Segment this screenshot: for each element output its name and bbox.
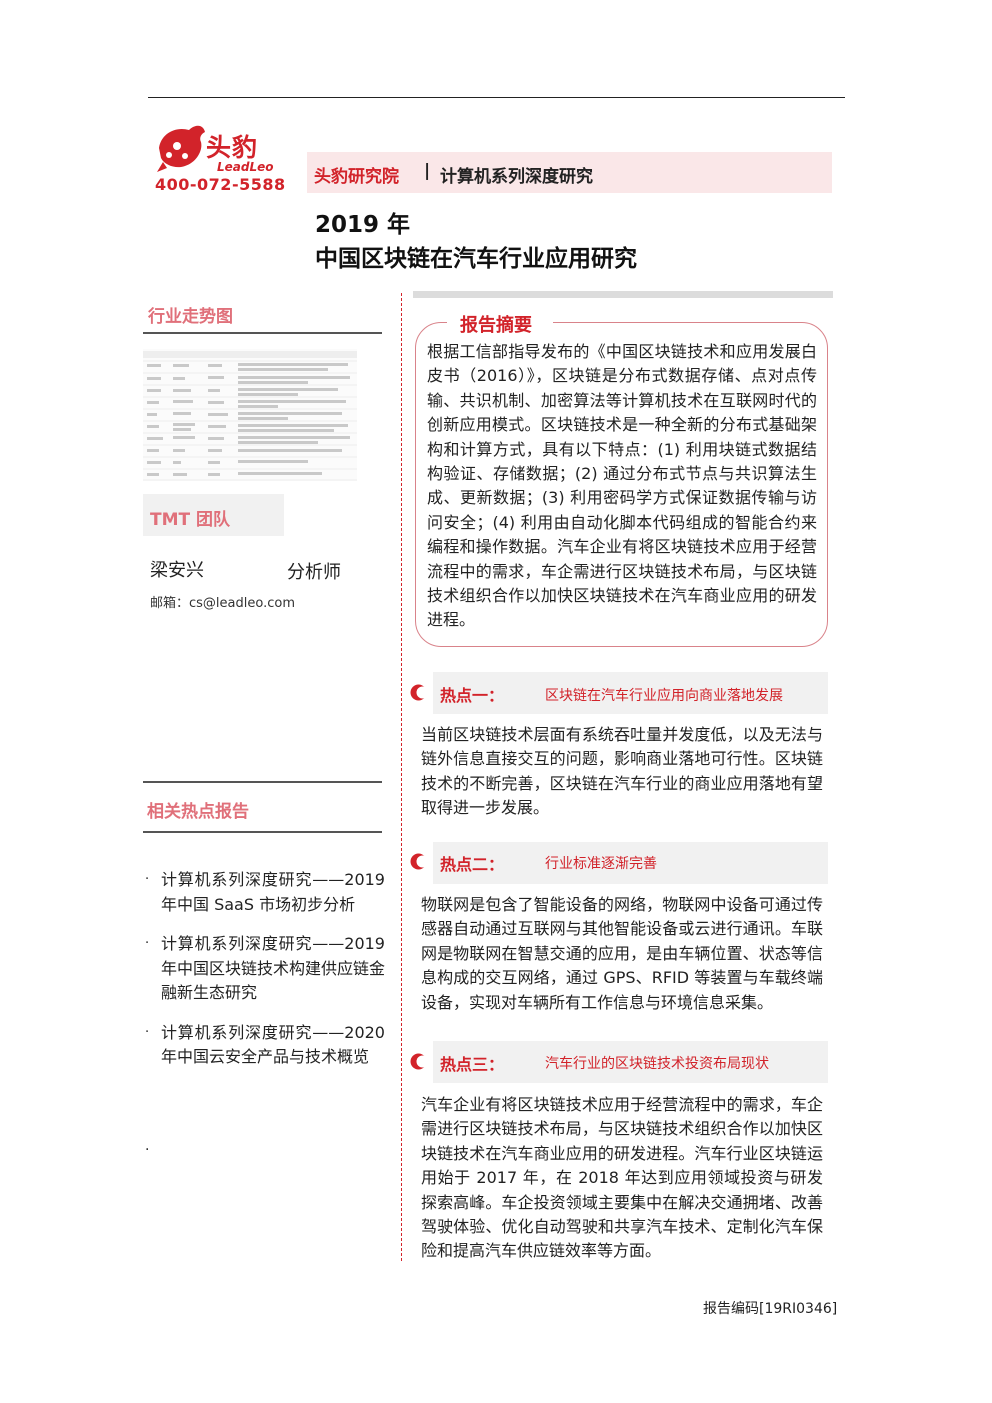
hotspot-3-label: 热点三： <box>440 1055 505 1074</box>
hotspot-2-label: 热点二： <box>440 855 505 874</box>
list-bullet: · <box>145 1024 150 1040</box>
logo-wordmark-cn: 头豹 <box>206 133 259 162</box>
summary-text: 根据工信部指导发布的《中国区块链技术和应用发展白皮书（2016）》，区块链是分布… <box>427 342 817 630</box>
summary-title: 报告摘要 <box>460 315 532 336</box>
list-bullet: · <box>145 936 150 951</box>
top-rule <box>148 97 845 98</box>
report-code: 报告编码[19RI0346] <box>703 1301 838 1317</box>
hotspot-2-topic: 行业标准逐渐完善 <box>545 856 657 872</box>
leopard-logo-icon <box>157 125 205 172</box>
hotspot-2-text: 物联网是包含了智能设备的网络，物联网中设备可通过传感器自动通过互联网与其他智能设… <box>421 895 823 1012</box>
related-rule-top <box>143 781 382 783</box>
team-heading-box <box>143 494 284 536</box>
hotspot-3-text: 汽车企业有将区块链技术应用于经营流程中的需求，车企需进行区块链技术布局，与区块链… <box>421 1095 823 1261</box>
related-reports-list: · 计算机系列深度研究——2019 年中国 SaaS 市场初步分析 · 计算机系… <box>145 868 385 1085</box>
related-rule-bottom <box>143 831 382 833</box>
hotspot-3-topic: 汽车行业的区块链技术投资布局现状 <box>545 1056 769 1072</box>
hotline-phone: 400-072-5588 <box>155 175 286 194</box>
trend-rule <box>143 332 382 334</box>
trailing-bullet: · <box>145 1142 150 1158</box>
hotspot-1-label: 热点一： <box>440 686 505 705</box>
series-banner <box>307 152 832 193</box>
crescent-marker-icon <box>410 853 427 870</box>
related-report-item[interactable]: · 计算机系列深度研究——2020 年中国云安全产品与技术概览 <box>145 1021 385 1070</box>
banner-separator: | <box>424 161 431 181</box>
analyst-name: 梁安兴 <box>150 560 204 581</box>
related-report-title: 计算机系列深度研究——2019 年中国区块链技术构建供应链金融新生态研究 <box>161 934 386 1002</box>
related-report-title: 计算机系列深度研究——2019 年中国 SaaS 市场初步分析 <box>161 870 385 914</box>
hotspot-3-bar <box>433 1041 828 1083</box>
crescent-marker-icon <box>410 684 427 701</box>
series-name: 计算机系列深度研究 <box>440 167 593 187</box>
trend-heading: 行业走势图 <box>148 307 233 327</box>
hotspot-1-bar <box>433 672 828 714</box>
crescent-marker-icon <box>410 1053 427 1070</box>
related-report-item[interactable]: · 计算机系列深度研究——2019 年中国 SaaS 市场初步分析 <box>145 868 385 917</box>
logo-wordmark-en: LeadLeo <box>217 160 274 174</box>
related-heading: 相关热点报告 <box>147 802 249 822</box>
analyst-role: 分析师 <box>287 562 341 583</box>
list-bullet: · <box>145 872 150 887</box>
report-title: 中国区块链在汽车行业应用研究 <box>315 246 637 272</box>
summary-top-bar <box>413 291 833 298</box>
hotspot-1-text: 当前区块链技术层面有系统吞吐量并发度低，以及无法与链外信息直接交互的问题，影响商… <box>421 725 823 818</box>
analyst-email[interactable]: 邮箱：cs@leadleo.com <box>150 596 295 611</box>
institute-name: 头豹研究院 <box>314 167 399 187</box>
related-report-item[interactable]: · 计算机系列深度研究——2019 年中国区块链技术构建供应链金融新生态研究 <box>145 932 385 1006</box>
summary-title-background <box>447 309 553 335</box>
summary-box <box>415 322 828 647</box>
trend-table-thumbnail <box>143 349 357 481</box>
hotspot-1-topic: 区块链在汽车行业应用向商业落地发展 <box>545 688 783 704</box>
related-report-title: 计算机系列深度研究——2020 年中国云安全产品与技术概览 <box>161 1022 385 1067</box>
team-heading: TMT 团队 <box>150 510 231 530</box>
hotspot-2-bar <box>433 842 828 884</box>
report-title-year: 2019 年 <box>315 212 411 238</box>
column-divider <box>401 293 402 1261</box>
